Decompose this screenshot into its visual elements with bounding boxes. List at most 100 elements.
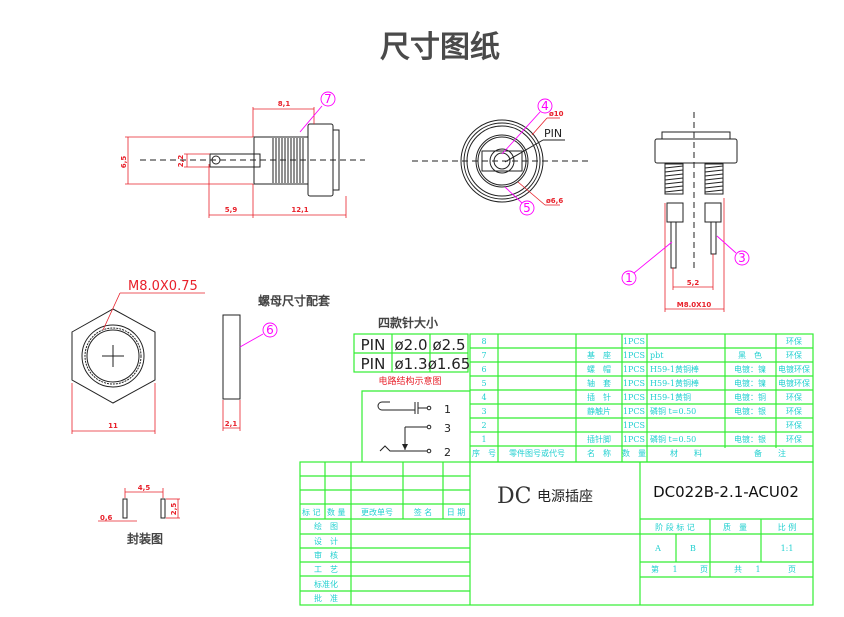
bom-cell-no: 4: [481, 393, 486, 402]
bom-cell-name: 插 针: [587, 392, 611, 402]
circuit-diagram: 1 3 2: [361, 390, 470, 462]
pad-right: [160, 498, 166, 519]
bom-cell-no: 6: [481, 365, 486, 374]
bom-cell-material: H59-1黄铜: [650, 392, 691, 402]
balloon-3: [734, 250, 750, 266]
bom-cell-qty: 1PCS: [623, 435, 645, 444]
dim-0-6: 0,6: [100, 514, 113, 522]
dim-12-1: 12,1: [291, 206, 308, 214]
bom-cell-no: 8: [481, 337, 486, 346]
bom-cell-qty: 1PCS: [623, 351, 645, 360]
bom-cell-material: H59-1黄铜棒: [650, 378, 699, 388]
pin-cell: PIN: [361, 336, 386, 354]
bom-header-no: 序 号: [472, 448, 496, 458]
role-label: 工 艺: [314, 565, 338, 574]
bom-cell-note: 环保: [786, 434, 802, 444]
bom-cell-no: 2: [481, 421, 486, 430]
balloon-7: [320, 91, 336, 107]
dim-11: 11: [108, 422, 118, 430]
spring-right: [704, 163, 724, 195]
nut-side: [222, 314, 241, 400]
bom-header-qty: 数 量: [622, 448, 646, 458]
bom-cell-qty: 1PCS: [623, 379, 645, 388]
bom-cell-qty: 1PCS: [623, 393, 645, 402]
bom-cell-material: 磷铜 t=0.50: [650, 434, 696, 444]
bom-cell-no: 5: [481, 379, 486, 388]
rev-header-cell: 更改单号: [361, 507, 393, 517]
dim-8-1: 8,1: [278, 100, 291, 108]
sheet-unit: 页: [700, 565, 708, 574]
bom-cell-note: 环保: [786, 420, 802, 430]
rev-header-cell: 日 期: [447, 508, 466, 517]
pin-size-caption: 四款针大小: [378, 315, 438, 330]
footprint-view: 4,5 0,6 2,5 封装图: [98, 484, 180, 546]
stage-a: A: [654, 544, 661, 553]
balloon-5: [519, 200, 535, 216]
bom-header-code: 零件图号或代号: [509, 448, 565, 458]
balloon-5-label: 5: [523, 201, 531, 215]
bom-cell-no: 7: [481, 351, 486, 360]
nut-thread-label: M8.0X0.75: [128, 279, 198, 294]
bom-cell-finish: 电镀：银: [734, 434, 766, 444]
bom-header-note: 备 注: [754, 448, 786, 458]
sheet-number: 1: [672, 565, 677, 574]
role-label: 标准化: [314, 579, 338, 589]
scale-label: 比 例: [778, 522, 797, 532]
nut-caption: 螺母尺寸配套: [258, 293, 331, 308]
bom-header-name: 名 称: [587, 448, 611, 458]
bom-cell-note: 环保: [786, 392, 802, 402]
total-number: 1: [755, 565, 760, 574]
bom-cell-material: pbt: [650, 351, 664, 360]
bom-cell-no: 3: [481, 407, 486, 416]
bom-cell-note: 环保: [786, 350, 802, 360]
drawing-title: 尺寸图纸: [380, 30, 500, 65]
bom-cell-note: 环保: [786, 336, 802, 346]
bottom-view: 5,2 M8.0X10 1 3: [621, 112, 750, 312]
dim-2-2: 2,2: [177, 155, 185, 168]
product-name-cn: 电源插座: [537, 489, 593, 505]
weight-label: 质 量: [723, 522, 747, 532]
bom-cell-material: 磷铜 t=0.50: [650, 406, 696, 416]
dim-5-2: 5,2: [687, 279, 700, 287]
dim-phi-10: ø10: [549, 110, 564, 118]
pin-cell: ø1.65: [428, 355, 471, 373]
bom-cell-note: 电镀环保: [778, 364, 810, 374]
rev-header-cell: 标 记: [302, 507, 321, 517]
role-label: 审 核: [314, 550, 338, 560]
dim-6-5: 6,5: [120, 156, 128, 169]
pin-cell: ø2.5: [432, 336, 465, 354]
bom-cell-no: 1: [481, 435, 486, 444]
dim-5-9: 5,9: [225, 206, 238, 214]
bom-cell-qty: 1PCS: [623, 407, 645, 416]
balloon-6-label: 6: [266, 323, 274, 337]
pin-cell: PIN: [361, 355, 386, 373]
bom-cell-finish: 电镀：铜: [734, 392, 766, 402]
pad-left: [122, 498, 128, 519]
front-lip: [332, 129, 340, 191]
pin-tail: [209, 153, 261, 168]
bom-cell-name: 静触片: [587, 406, 611, 416]
bom-cell-name: 螺 帽: [587, 364, 611, 374]
role-label: 设 计: [314, 536, 338, 546]
nut-view: M8.0X0.75 11 2,1 6 螺母尺寸配套: [71, 279, 331, 434]
bom-cell-note: 环保: [786, 406, 802, 416]
bom-cell-qty: 1PCS: [623, 337, 645, 346]
balloon-4-label: 4: [541, 99, 549, 113]
pin-hole: [211, 155, 221, 165]
stage-b: B: [690, 544, 696, 553]
thread-hatch: [272, 138, 304, 183]
terminal-1: 1: [444, 403, 451, 416]
title-block: 标 记 数 量 更改单号 签 名 日 期 绘 图 设 计 审 核 工 艺 标准化…: [299, 461, 814, 606]
footprint-caption: 封装图: [127, 531, 163, 546]
pin-cell: ø2.0: [394, 336, 427, 354]
pin-size-table: 四款针大小 PIN ø2.0 ø2.5 PIN ø1.3 ø1.65 电路结构示…: [353, 315, 471, 387]
dim-4-5: 4,5: [138, 484, 151, 492]
stage-label: 阶 段 标 记: [655, 522, 695, 532]
bom-cell-qty: 1PCS: [623, 421, 645, 430]
total-label: 共: [734, 565, 742, 574]
dim-phi-6-6: ø6,6: [546, 197, 563, 205]
dim-2-1: 2,1: [225, 420, 238, 428]
bom-header-material: 材 料: [670, 448, 702, 458]
